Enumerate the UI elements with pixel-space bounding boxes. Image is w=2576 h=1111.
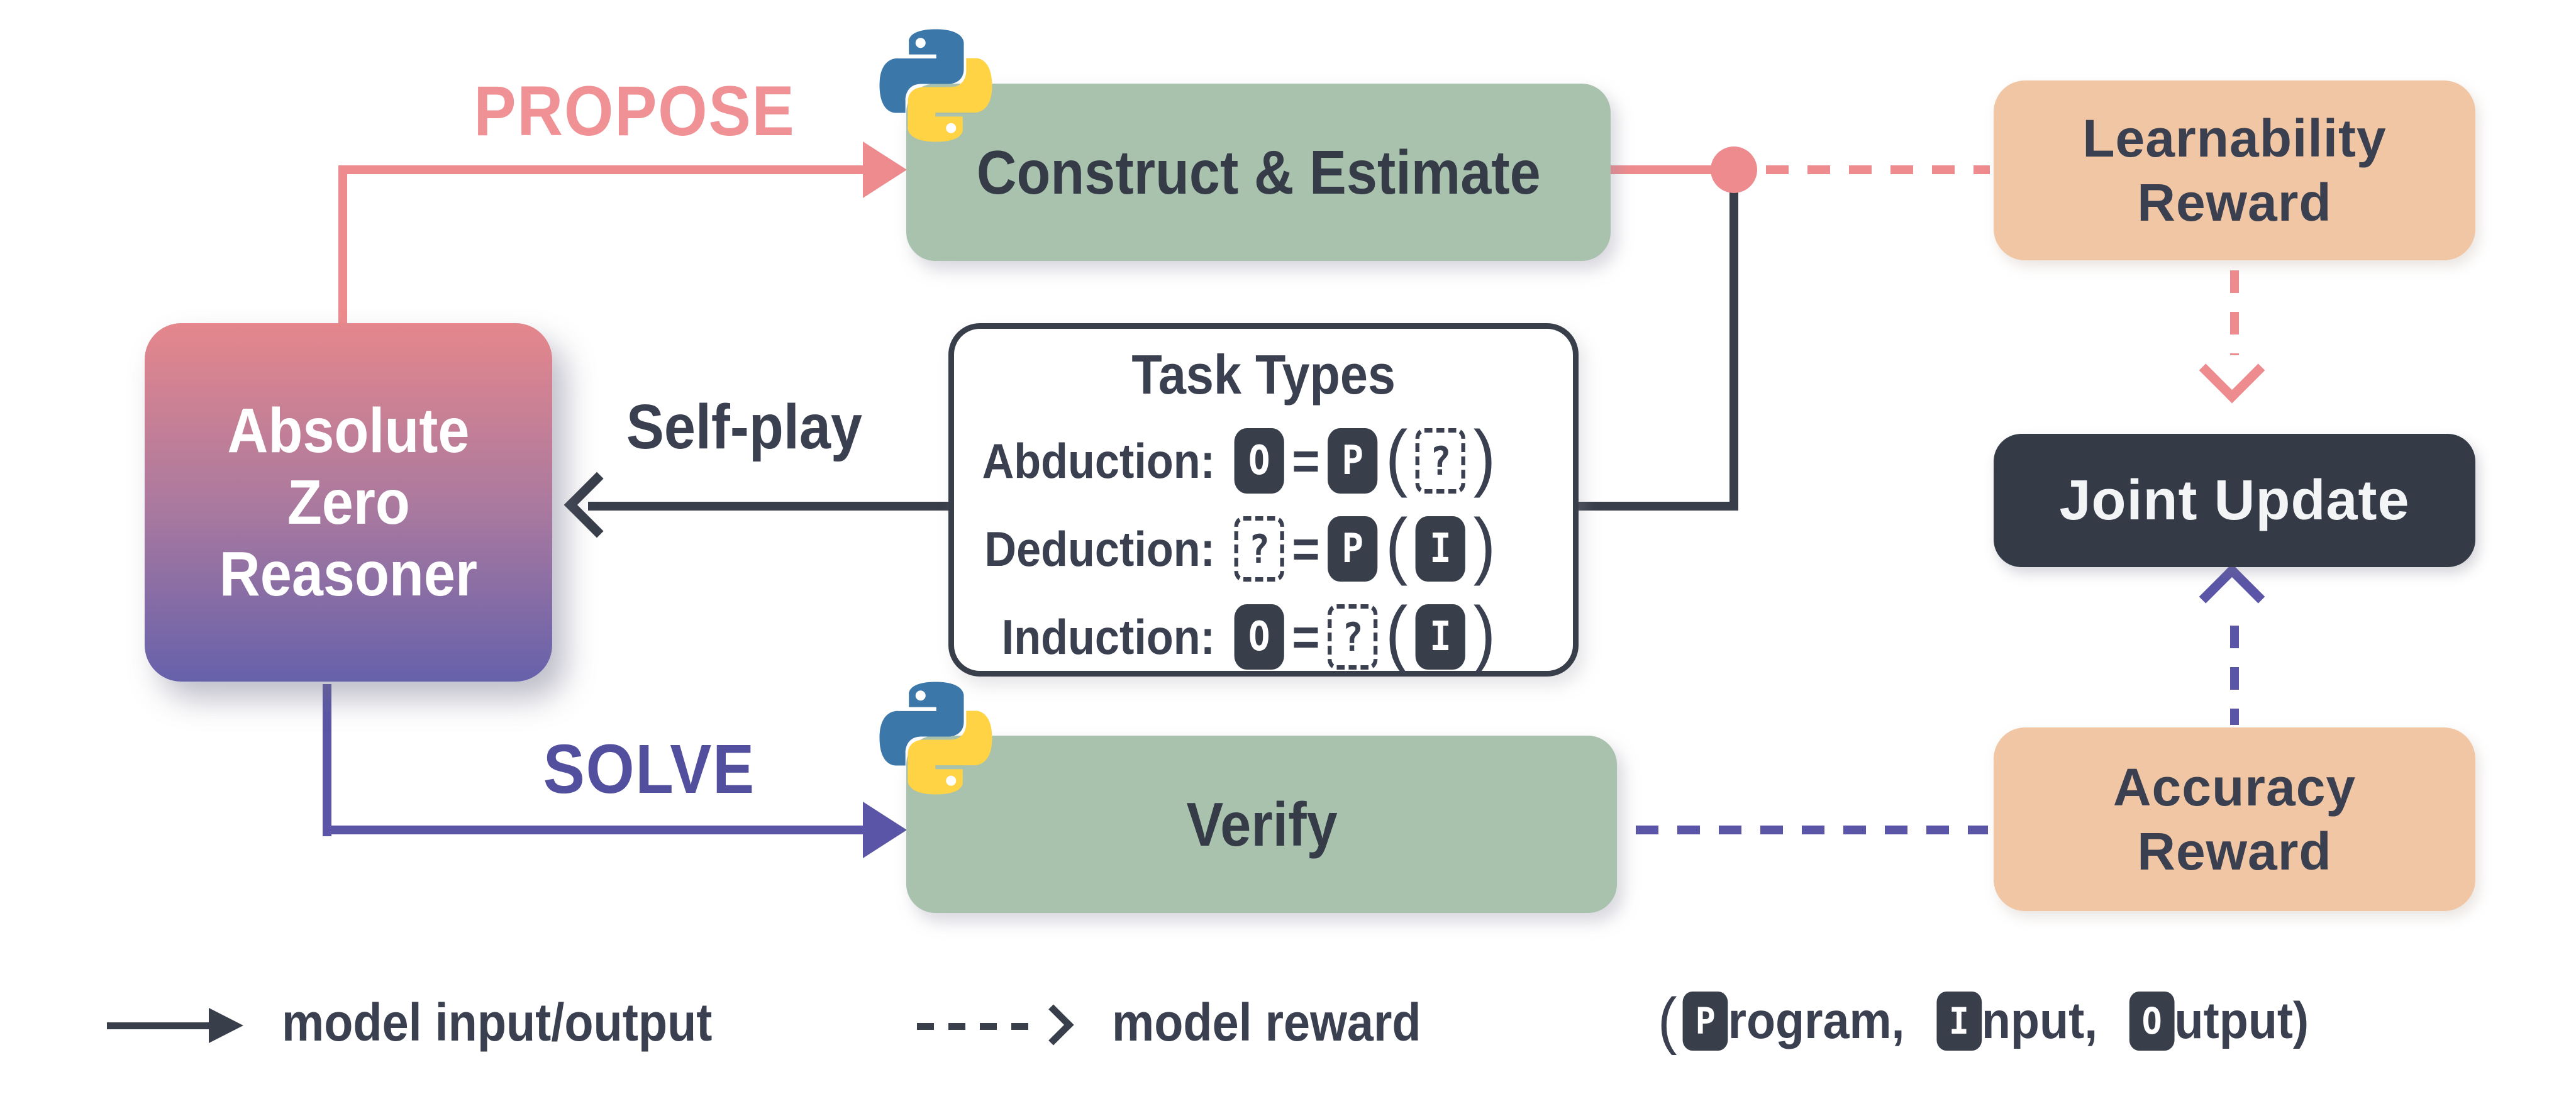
legend-model-reward-label: model reward [1112,993,1421,1052]
equals-sign: = [1292,519,1320,578]
close-paren: ) [1473,416,1496,499]
legend-dashed-arrowhead-icon [1033,1004,1074,1046]
legend-open-paren: ( [1658,985,1677,1056]
task-types-panel: Task Types Abduction: O = P ( ? ) Deduct… [948,323,1579,677]
accuracy-line: Reward [2137,822,2332,881]
task-row-equation: O = ? ( I ) [1234,592,1496,680]
joint-update-up-arrowhead-icon [2199,563,2265,630]
learnability-reward-box: Learnability Reward [1994,80,2475,260]
program-rest-label: rogram, [1728,992,1905,1049]
task-row-abduction: Abduction: O = P ( ? ) [972,416,1496,504]
legend-pio-group: ( P rogram, I nput, O utput) [1658,985,2309,1057]
learnability-to-joint-dashes [2230,270,2239,355]
learnability-dashed-line [1766,165,1990,174]
program-badge: P [1328,516,1378,582]
task-row-label: Abduction: [982,433,1215,489]
close-paren: ) [1473,592,1496,675]
selfplay-arrowhead-icon [564,472,630,538]
legend-dashed-arrow-line [917,1023,1033,1030]
input-rest-label: nput, [1981,992,2098,1049]
python-icon [879,682,992,795]
input-badge: I [1936,991,1982,1051]
learnability-line: Reward [2137,173,2332,232]
reasoner-line: Reasoner [219,539,478,609]
task-types-title: Task Types [1131,343,1396,406]
solve-line-vertical [323,684,331,836]
accuracy-to-joint-dashes [2230,626,2239,725]
task-row-label: Induction: [1001,609,1215,665]
reasoner-line: Absolute [227,395,470,466]
input-badge: I [1415,516,1466,582]
task-row-label: Deduction: [984,521,1215,577]
task-line-vertical [1729,189,1738,511]
output-badge: O [1234,604,1284,670]
legend-solid-arrowhead-icon [209,1008,243,1043]
construct-output-line [1611,165,1711,174]
output-badge: O [1234,428,1284,494]
input-badge: I [1415,604,1466,670]
program-badge: P [1328,428,1378,494]
junction-dot-icon [1711,146,1757,193]
open-paren: ( [1385,416,1408,499]
construct-estimate-label: Construct & Estimate [976,137,1541,207]
accuracy-reward-box: Accuracy Reward [1994,727,2475,911]
solve-label: SOLVE [543,731,755,808]
self-play-label: Self-play [626,392,862,462]
propose-line-horizontal [338,165,863,174]
task-row-equation: ? = P ( I ) [1234,504,1496,592]
learnability-line: Learnability [2082,108,2387,168]
construct-estimate-box: Construct & Estimate [906,84,1611,261]
equals-sign: = [1292,607,1320,666]
accuracy-dashed-line [1636,826,1988,834]
propose-arrowhead-icon [863,141,907,198]
joint-update-label: Joint Update [2059,468,2410,532]
solve-line-horizontal [323,826,863,834]
verify-label: Verify [1185,789,1338,859]
unknown-badge: ? [1415,428,1466,494]
task-row-deduction: Deduction: ? = P ( I ) [972,504,1496,592]
output-rest-label: utput) [2174,992,2309,1049]
solve-arrowhead-icon [863,802,907,858]
legend-solid-arrow-line [107,1022,209,1029]
joint-update-box: Joint Update [1994,434,2475,567]
open-paren: ( [1385,504,1408,587]
reasoner-line: Zero [287,467,410,538]
output-badge: O [2129,991,2175,1051]
accuracy-line: Accuracy [2112,757,2357,817]
program-badge: P [1682,991,1728,1051]
equals-sign: = [1292,431,1320,490]
task-row-induction: Induction: O = ? ( I ) [972,592,1496,680]
python-icon [879,29,992,142]
open-paren: ( [1385,592,1408,675]
legend-model-io-label: model input/output [282,993,713,1052]
close-paren: ) [1473,504,1496,587]
absolute-zero-reasoner-box: Absolute Zero Reasoner [145,323,552,682]
propose-label: PROPOSE [474,72,796,150]
joint-update-down-arrowhead-icon [2199,337,2265,404]
verify-box: Verify [906,736,1617,913]
unknown-badge: ? [1234,516,1284,582]
task-row-equation: O = P ( ? ) [1234,416,1496,504]
propose-line-vertical [338,174,347,323]
unknown-badge: ? [1328,604,1378,670]
